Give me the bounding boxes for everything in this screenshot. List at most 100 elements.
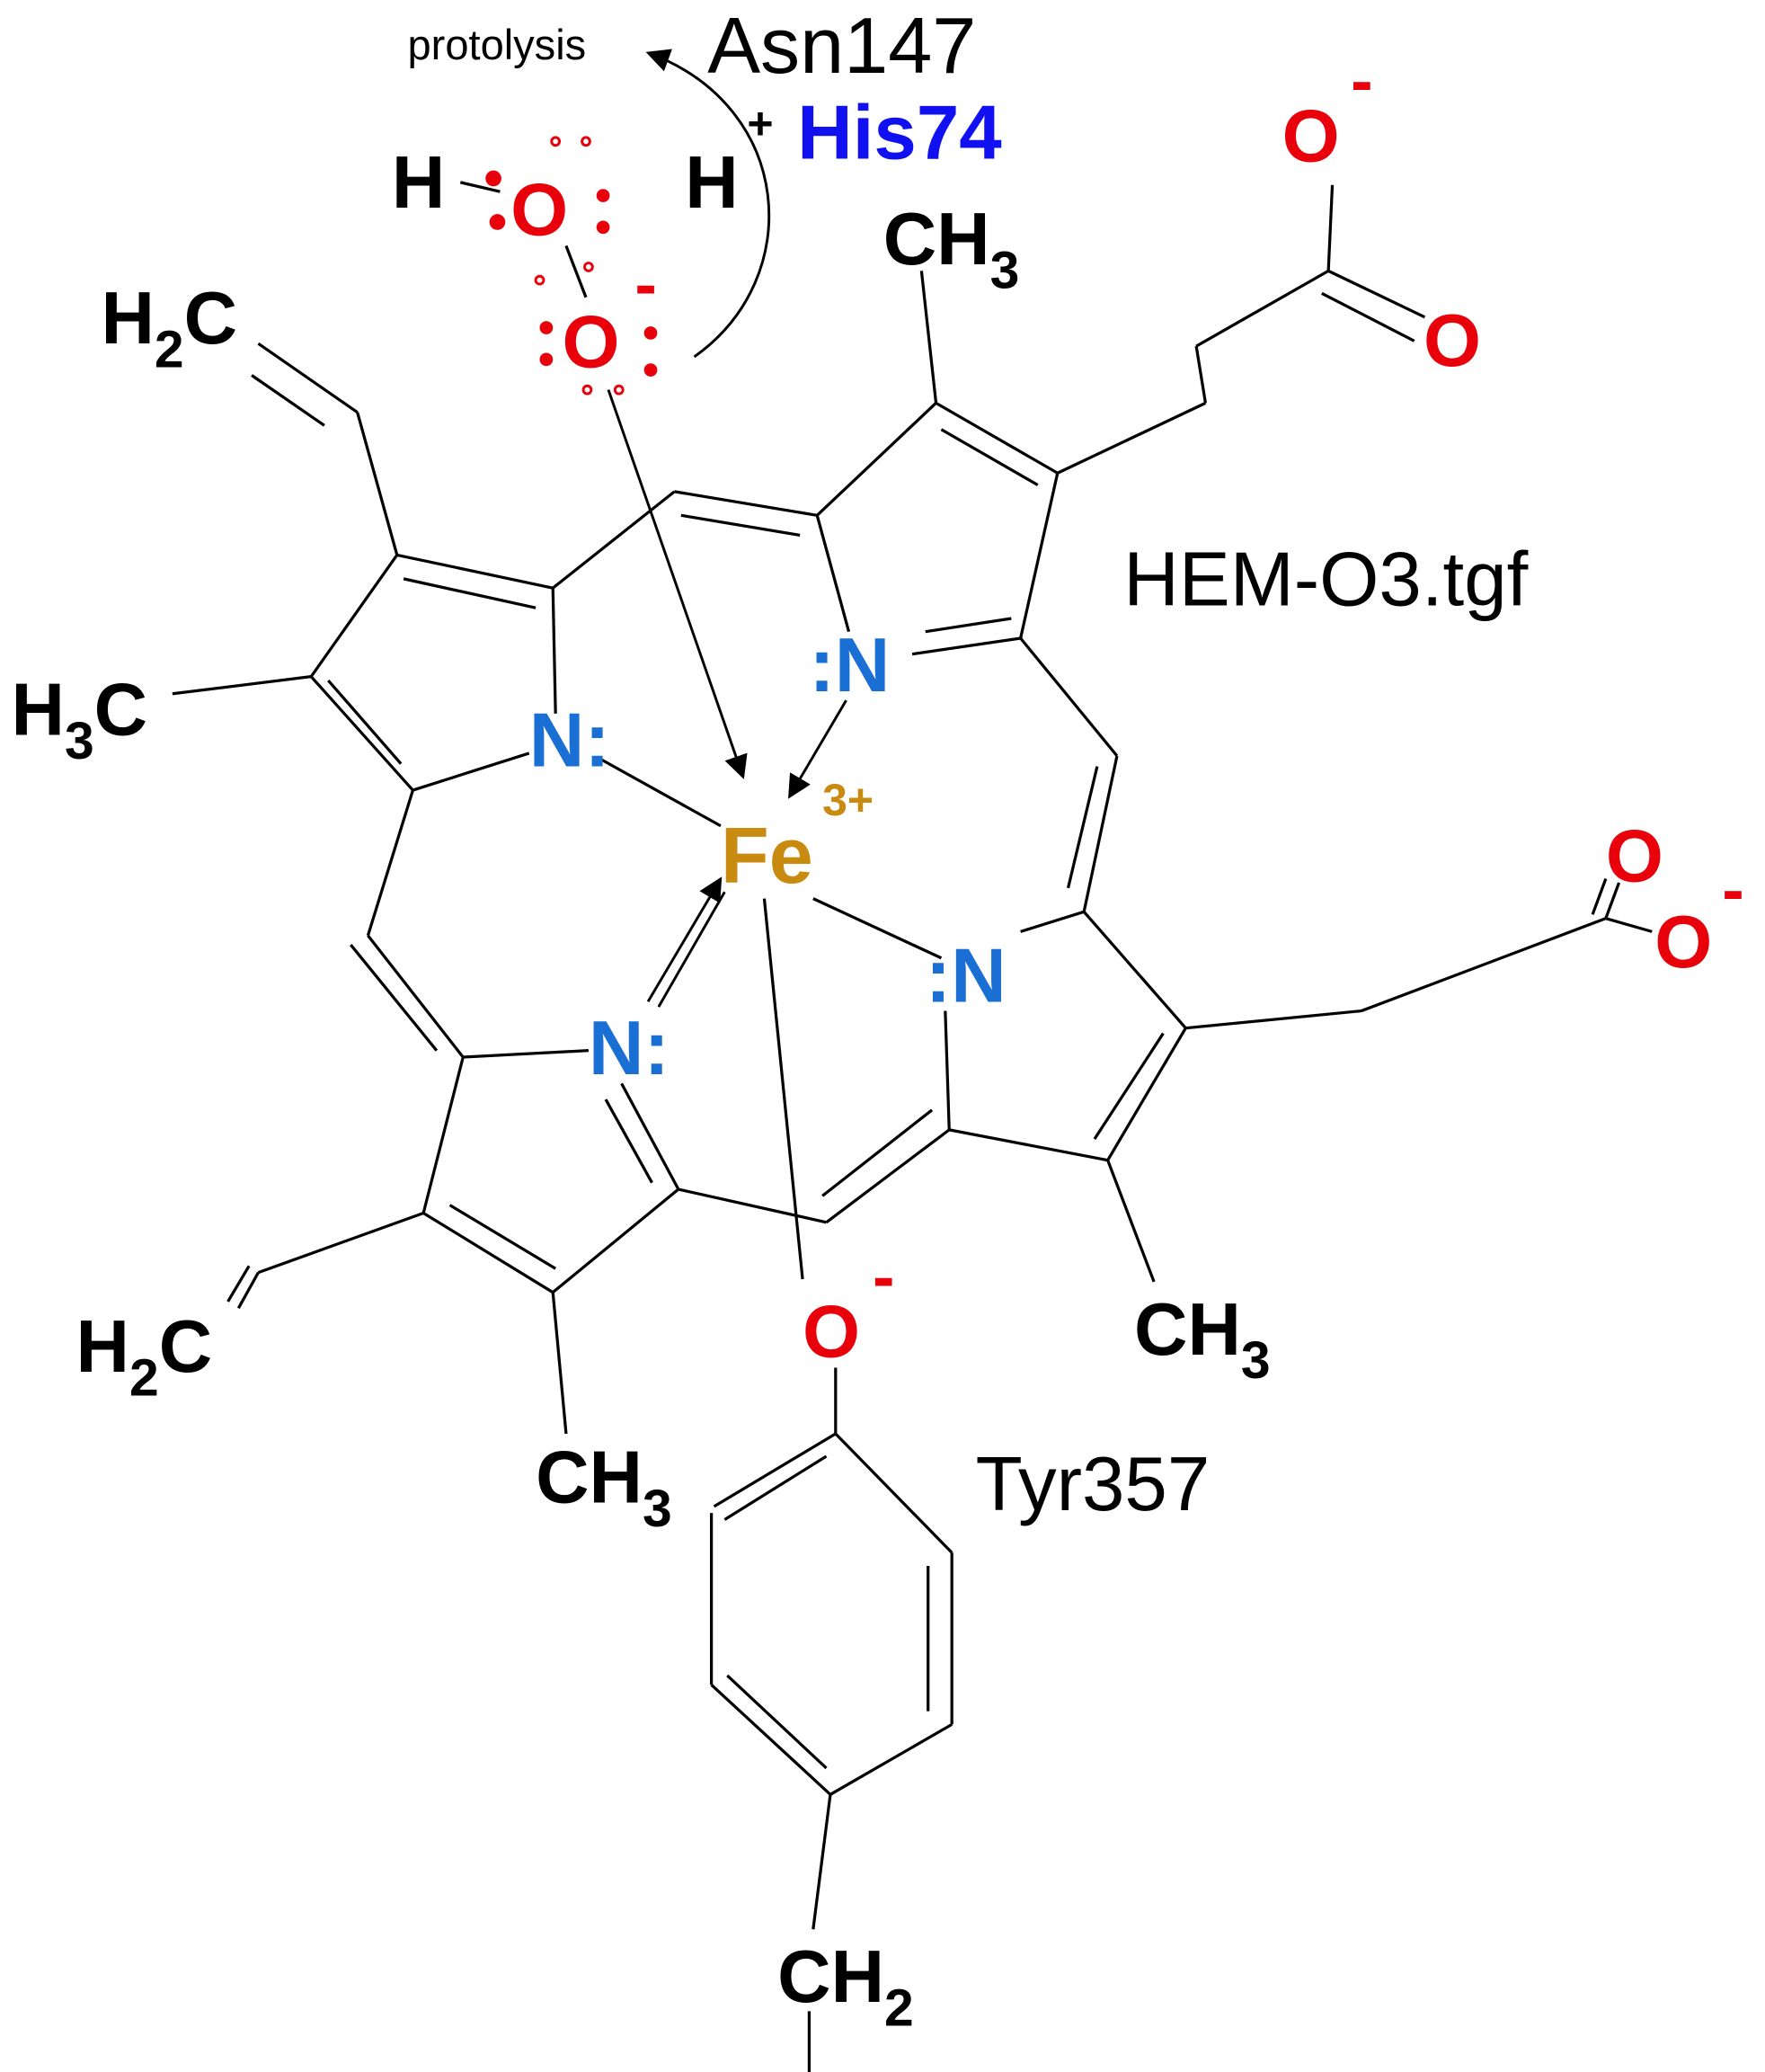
bond: [1020, 910, 1085, 933]
bond: [366, 789, 414, 937]
his74-label: His74: [797, 90, 1002, 175]
h2c-bottom-vinyl: H2C: [76, 1305, 213, 1407]
bond: [1605, 917, 1653, 933]
bond: [1057, 401, 1207, 475]
bond: [674, 490, 818, 517]
bond: [948, 1128, 1108, 1162]
plus-charge: +: [747, 98, 773, 148]
tyr-oxygen-charge: -: [873, 1239, 894, 1313]
o-bottom: O: [563, 301, 620, 384]
o-top: O: [510, 169, 568, 252]
bond: [1604, 882, 1621, 920]
bond: [412, 751, 530, 792]
n-bottom: N:: [589, 1006, 670, 1091]
lone-pairs: [485, 136, 658, 396]
bond: [1195, 269, 1329, 348]
bond: [816, 402, 937, 517]
h3c-left: H3C: [12, 668, 148, 769]
bond: [821, 1108, 934, 1197]
right-carboxylate-o: O: [1606, 815, 1663, 898]
bond: [1082, 911, 1187, 1029]
bond: [257, 1211, 424, 1275]
bonds: [172, 184, 1653, 2072]
n-right: :N: [926, 933, 1007, 1018]
right-carboxylate-o-minus: O: [1654, 901, 1712, 983]
bond: [919, 271, 938, 404]
bond: [1326, 184, 1335, 271]
protolysis-curved-arrow: [645, 49, 771, 359]
bond: [944, 1010, 951, 1130]
bond: [356, 412, 399, 556]
ch3-bottom-left: CH3: [536, 1436, 672, 1537]
n-fe-arrow-bottom-2: [657, 891, 726, 1008]
top-carboxylate-o-minus: O: [1282, 94, 1340, 177]
bond: [551, 588, 557, 714]
bond: [309, 554, 399, 678]
n-left: N:: [529, 698, 610, 784]
bond: [762, 898, 804, 1280]
tyr-oxygen: O: [803, 1291, 860, 1374]
bond: [829, 1722, 953, 1796]
bond: [552, 490, 676, 590]
bond: [620, 1082, 680, 1190]
o-bottom-charge: -: [634, 246, 656, 321]
bond: [1321, 291, 1415, 342]
bond: [1327, 269, 1426, 319]
h-left: H: [392, 141, 445, 224]
bond: [1019, 472, 1060, 639]
tyr357-label: Tyr357: [976, 1442, 1211, 1527]
bond: [825, 1128, 951, 1224]
n-fe-arrow-bottom: [646, 876, 723, 1003]
o-fe-arrow: [607, 389, 748, 779]
n-top: :N: [809, 623, 890, 708]
top-carboxylate-charge: -: [1351, 43, 1372, 118]
bond: [327, 679, 403, 765]
bond: [600, 758, 722, 828]
bond: [226, 1265, 251, 1303]
bond: [935, 401, 1059, 475]
n-fe-arrow-top: [788, 699, 847, 799]
bond: [1093, 1032, 1165, 1141]
bond: [726, 1674, 828, 1770]
hem-title: HEM-O3.tgf: [1123, 537, 1528, 622]
right-carboxylate-charge: -: [1722, 851, 1743, 926]
iron-label: Fe: [721, 811, 813, 900]
bond: [1106, 1160, 1156, 1283]
bond: [236, 1271, 260, 1310]
bond: [172, 675, 312, 696]
bond: [463, 1049, 590, 1059]
bond: [680, 513, 801, 537]
protolysis-label: protolysis: [408, 21, 587, 68]
bond: [815, 514, 851, 633]
h-right: H: [685, 141, 738, 224]
bond: [396, 553, 554, 590]
bond: [551, 1292, 568, 1435]
ch2-tyr: CH2: [777, 1935, 914, 2037]
bond: [713, 1432, 837, 1508]
bond: [310, 675, 414, 792]
bond: [834, 1432, 953, 1554]
bond: [925, 617, 1012, 634]
bond: [812, 897, 943, 960]
bond: [710, 1684, 832, 1796]
bond: [940, 428, 1039, 486]
bond: [1019, 636, 1119, 757]
iron-charge: 3+: [822, 775, 874, 825]
bond: [723, 1454, 828, 1521]
bond: [1194, 345, 1208, 404]
bond: [1591, 878, 1608, 915]
bond: [251, 374, 325, 427]
bond: [422, 1212, 554, 1294]
bond: [257, 342, 359, 414]
asn147-label: Asn147: [707, 1, 976, 90]
ch3-top: CH3: [883, 198, 1020, 299]
bond: [552, 1187, 679, 1294]
bond: [367, 934, 465, 1059]
bond: [911, 636, 1021, 656]
h2c-top-vinyl: H2C: [101, 277, 237, 378]
bond: [1066, 766, 1099, 889]
bond: [1185, 1009, 1362, 1030]
bond: [678, 1187, 827, 1224]
bond: [350, 944, 439, 1052]
